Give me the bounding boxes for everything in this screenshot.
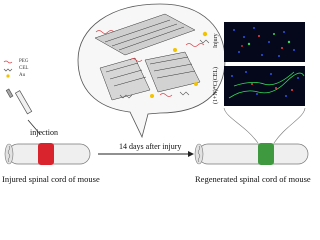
graphene-sheet-right: [144, 51, 201, 93]
syringe-icon: [5, 88, 41, 135]
cel-chains: [119, 39, 210, 99]
panel-label-treated: (1+N)*C(CEL): [213, 66, 219, 104]
zoom-lines: [223, 107, 306, 144]
injured-cord-caption: Injured spinal cord of mouse: [2, 174, 100, 184]
injection-label: injection: [30, 128, 58, 137]
gold-particles: [150, 31, 208, 98]
peg-legend-icon: [3, 60, 13, 64]
legend-label-cel: CEL: [19, 66, 29, 71]
graphene-sheet-top: [94, 13, 196, 56]
au-legend-icon: [6, 74, 10, 78]
timeline-arrow: [98, 151, 194, 157]
panel-label-injury: Injury: [213, 33, 219, 48]
legend-label-au: Au: [19, 73, 26, 78]
injured-spinal-cord: [4, 143, 91, 165]
legend-icons: [3, 60, 13, 78]
microscopy-panel-treated: [224, 66, 305, 106]
cel-legend-icon: [3, 68, 13, 72]
regenerated-spinal-cord: [194, 143, 309, 165]
peg-chains: [95, 30, 205, 97]
nanocomposite-illustration: [3, 3, 309, 165]
legend-item-cel: CEL: [4, 66, 28, 71]
legend-item-peg: PEG: [4, 59, 28, 64]
microscopy-panel-injury: [224, 22, 305, 62]
regenerated-cord-caption: Regenerated spinal cord of mouse: [195, 174, 311, 184]
legend-item-au: Au: [4, 73, 25, 78]
regenerated-band: [258, 143, 274, 165]
legend-label-peg: PEG: [19, 59, 29, 64]
graphene-sheet-left: [99, 57, 151, 101]
timeline-label: 14 days after injury: [119, 142, 182, 151]
injury-band: [38, 143, 54, 165]
